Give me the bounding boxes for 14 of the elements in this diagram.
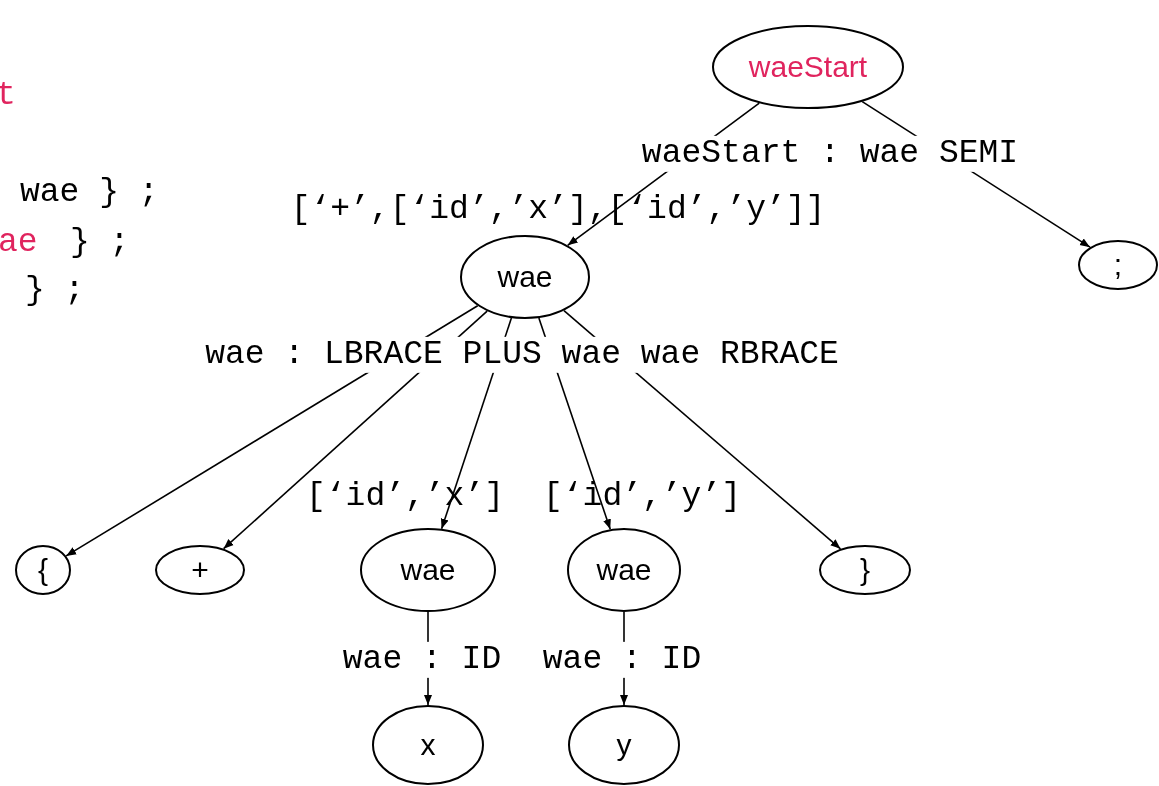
- code-text: ae: [0, 225, 38, 262]
- ellipse-node: wae: [460, 235, 590, 319]
- code-text: } ;: [70, 225, 130, 262]
- ellipse-node: waeStart: [712, 25, 904, 109]
- ellipse-node: +: [155, 545, 245, 595]
- ellipse-node: x: [372, 705, 484, 785]
- code-text: wae } ;: [20, 175, 159, 212]
- ellipse-node: wae: [567, 528, 681, 612]
- ellipse-node: ;: [1078, 240, 1158, 290]
- ellipse-node: {: [15, 545, 71, 595]
- code-text: } ;: [25, 273, 85, 310]
- ellipse-node: wae: [360, 528, 496, 612]
- ellipse-node: }: [819, 545, 911, 595]
- ellipse-node: y: [568, 705, 680, 785]
